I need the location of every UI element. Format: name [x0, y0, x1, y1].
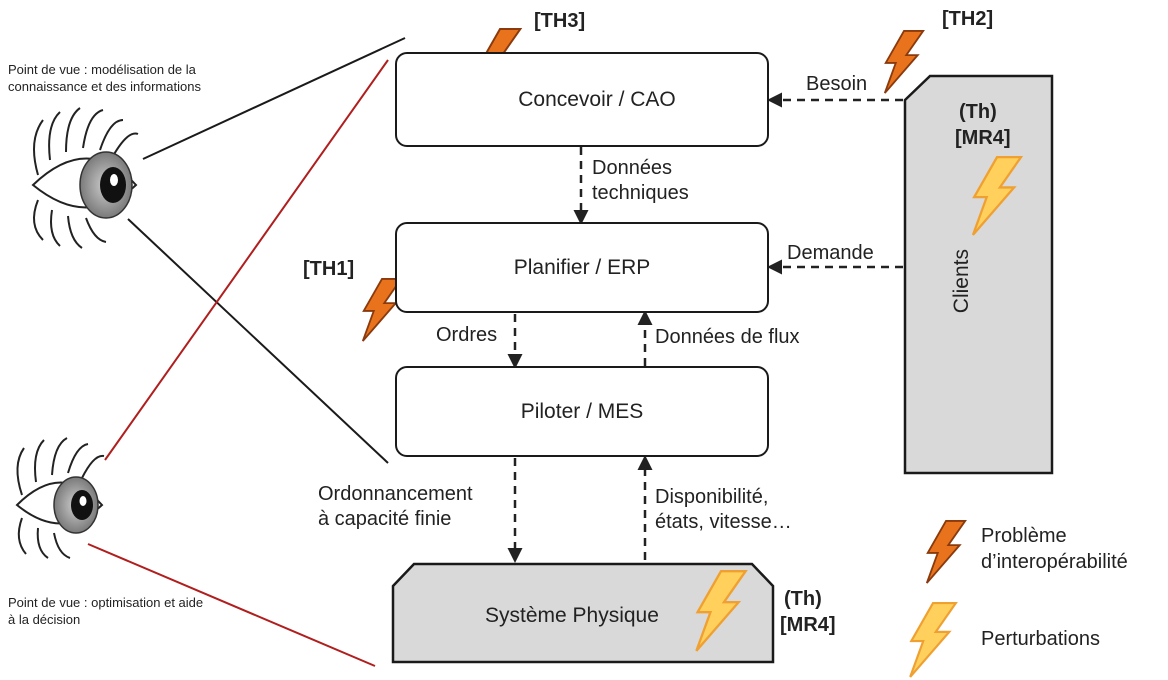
legend-perturb: Perturbations: [981, 628, 1100, 650]
eyelash-top: [33, 107, 139, 249]
tag-th1: [TH1]: [303, 258, 355, 280]
planifier-box: Planifier / ERP: [395, 222, 769, 313]
ordonnancement-label: Ordonnancement à capacité finie: [318, 482, 473, 532]
view-line-top-upper: [142, 37, 406, 160]
piloter-label: Piloter / MES: [520, 399, 644, 423]
lightning-icon-legend-problem: [925, 520, 967, 584]
ordres-label: Ordres: [436, 324, 498, 346]
tag-systeme-line2: [MR4]: [780, 614, 836, 636]
systeme-label: Système Physique: [485, 604, 659, 627]
disponibilite-line1: Disponibilité,: [655, 486, 769, 508]
viewpoint-bottom-caption: Point de vue : optimisation et aide à la…: [8, 595, 204, 627]
eyelash-bottom: [16, 437, 105, 559]
tag-systeme-line1: (Th): [784, 588, 822, 610]
lightning-icon-legend-perturb: [908, 602, 958, 678]
ordonnancement-line2: à capacité finie: [318, 508, 452, 530]
concevoir-label: Concevoir / CAO: [518, 87, 676, 111]
view-line-top-lower: [127, 218, 389, 464]
donnees-techniques-line2: techniques: [592, 182, 689, 204]
donnees-techniques-label: Données techniques: [592, 156, 689, 206]
tag-th2: [TH2]: [942, 8, 994, 30]
disponibilite-label: Disponibilité, états, vitesse…: [655, 485, 792, 535]
ordonnancement-line1: Ordonnancement: [318, 483, 473, 505]
tag-th3: [TH3]: [534, 10, 586, 32]
clients-block: [903, 74, 1054, 475]
tag-systeme: (Th) [MR4]: [780, 586, 836, 638]
lightning-icon-th2: [883, 30, 925, 94]
concevoir-box: Concevoir / CAO: [395, 52, 769, 147]
tag-clients-line2: [MR4]: [955, 127, 1011, 149]
legend-problem-line2: d’interopérabilité: [981, 551, 1128, 573]
view-line-bottom-upper: [104, 59, 389, 461]
demande-label: Demande: [787, 242, 874, 264]
disponibilite-line2: états, vitesse…: [655, 511, 792, 533]
legend-problem: Problème d’interopérabilité: [981, 523, 1128, 575]
eye-icon: [31, 107, 139, 249]
viewpoint-top-caption: Point de vue : modélisation de la connai…: [8, 62, 201, 94]
besoin-label: Besoin: [806, 73, 868, 95]
planifier-label: Planifier / ERP: [513, 255, 651, 279]
eye-icon: [15, 437, 105, 559]
legend-problem-line1: Problème: [981, 525, 1067, 547]
donnees-techniques-line1: Données: [592, 157, 673, 179]
tag-clients-line1: (Th): [959, 101, 997, 123]
view-line-bottom-lower: [87, 543, 376, 667]
piloter-box: Piloter / MES: [395, 366, 769, 457]
clients-label: Clients: [949, 249, 973, 314]
tag-clients: (Th) [MR4]: [955, 99, 1011, 151]
systeme-block: [391, 562, 775, 664]
donnees-flux-label: Données de flux: [655, 326, 800, 348]
